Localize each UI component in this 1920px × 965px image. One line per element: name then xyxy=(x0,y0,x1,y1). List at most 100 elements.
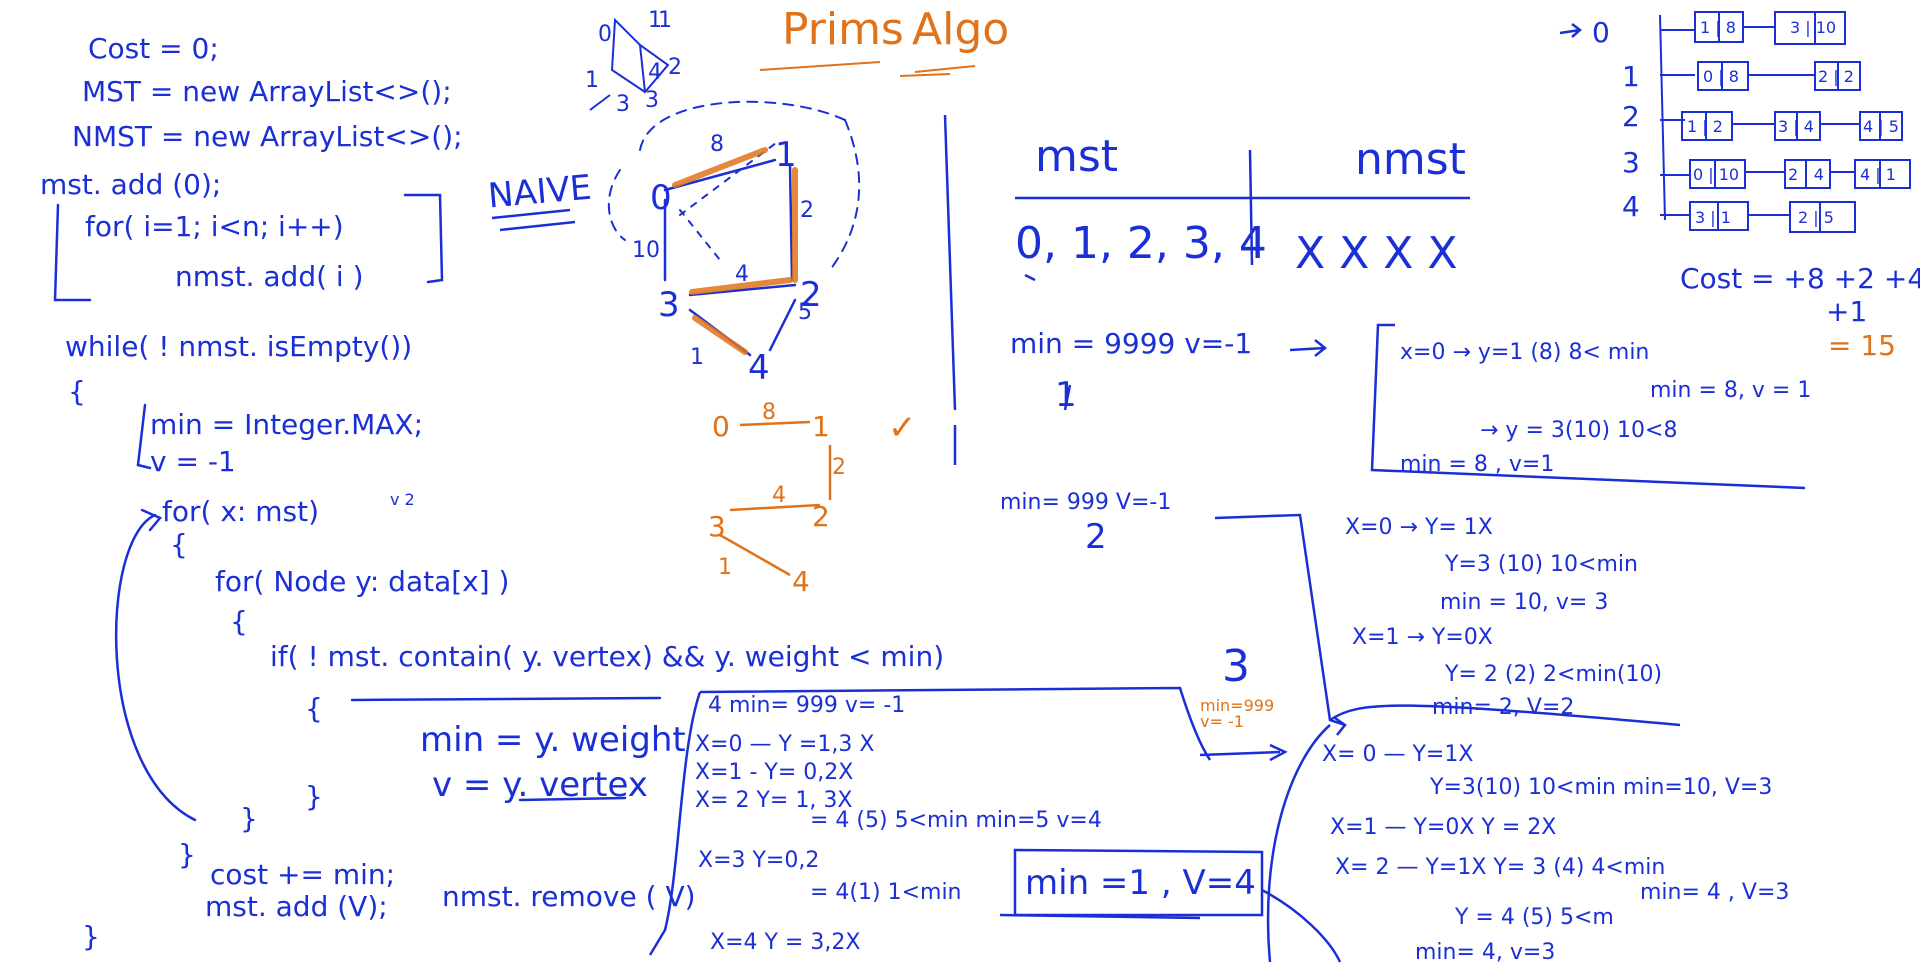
code-while: while( ! nmst. isEmpty()) xyxy=(65,330,413,363)
code-mst-add0: mst. add (0); xyxy=(40,168,222,201)
code-min-init: min = Integer.MAX; xyxy=(150,408,424,441)
iter1-line: min = 8, v = 1 xyxy=(1650,378,1812,403)
mst-result-label: 4 xyxy=(792,565,810,598)
naive-label: NAIVE xyxy=(486,167,594,217)
iter2-step: 2 xyxy=(1085,517,1107,557)
adjacency-node: 3 | 1 xyxy=(1695,208,1731,227)
code-for-x: for( x: mst) xyxy=(162,495,319,528)
graph-edge-label: 8 xyxy=(710,132,724,157)
iter4-header: 4 min= 999 v= -1 xyxy=(708,693,906,718)
graph-edge-label: 4 xyxy=(735,262,749,287)
iter4-result: min =1 , V=4 xyxy=(1025,863,1256,903)
iter4-line: = 4(1) 1<min xyxy=(810,880,962,905)
adjacency-node: 3 | 4 xyxy=(1778,117,1814,136)
adjacency-node: 2 | 2 xyxy=(1818,67,1854,86)
code-for-loop: for( i=1; i<n; i++) xyxy=(85,210,344,243)
code-mst-init: MST = new ArrayList<>(); xyxy=(82,75,452,108)
mst-result-label: 4 xyxy=(772,483,786,508)
graph-vertex-0: 0 xyxy=(650,178,672,218)
iter3-line: Y=3(10) 10<min min=10, V=3 xyxy=(1430,775,1773,800)
table-col-mst: mst xyxy=(1035,131,1119,182)
adjacency-node: 0 | 8 xyxy=(1703,67,1739,86)
code-mst-add-v: mst. add (V); xyxy=(205,890,388,923)
mst-result-label: 1 xyxy=(718,555,732,580)
sketch-label: 4 xyxy=(648,60,662,85)
iter4-box xyxy=(648,686,1342,963)
code-v-assign: v = y. vertex xyxy=(432,765,648,805)
iter3-line: min= 4, v=3 xyxy=(1415,940,1556,965)
code-cost-init: Cost = 0; xyxy=(88,32,219,65)
iter1-header: min = 9999 v=-1 xyxy=(1010,327,1253,360)
iter2-line: min = 10, v= 3 xyxy=(1440,590,1609,615)
adjacency-node: 2 | 4 xyxy=(1788,165,1824,184)
iter3-header: min=999 v= -1 xyxy=(1200,696,1275,731)
iter2-line: min= 2, V=2 xyxy=(1432,695,1575,720)
iter4-line: X=3 Y=0,2 xyxy=(698,848,820,873)
mst-result-label: 3 xyxy=(708,510,726,543)
adjacency-node: 3 | 10 xyxy=(1790,18,1837,37)
cost-line: Cost = +8 +2 +4 xyxy=(1680,262,1920,295)
iter3-line: X= 0 — Y=1X xyxy=(1322,742,1474,767)
mst-result-label: 8 xyxy=(762,400,776,425)
mst-table-lines xyxy=(1015,149,1470,282)
adjacency-node: 2 | 5 xyxy=(1798,208,1834,227)
iter2-line: Y=3 (10) 10<min xyxy=(1445,552,1638,577)
graph-edge-label: 10 xyxy=(632,238,660,263)
iter4-line: X=0 — Y =1,3 X xyxy=(695,732,875,757)
adjacency-vertex-1: 1 xyxy=(1622,60,1640,93)
iter2-line: X=0 → Y= 1X xyxy=(1345,515,1493,540)
adjacency-structure xyxy=(1659,11,1911,233)
table-mst-values: 0, 1, 2, 3, 4 xyxy=(1015,218,1267,269)
iter2-line: X=1 → Y=0X xyxy=(1352,625,1493,650)
iter4-line: X=4 Y = 3,2X xyxy=(710,930,861,955)
iter3-line: min= 4 , V=3 xyxy=(1640,880,1790,905)
sketch-label: 1 xyxy=(585,68,599,93)
code-for-x-note: v 2 xyxy=(390,490,415,509)
code-close2: } xyxy=(178,838,196,871)
mst-result-label: 2 xyxy=(812,500,830,533)
iter1-line: x=0 → y=1 (8) 8< min xyxy=(1400,340,1650,365)
iter2-header: min= 999 V=-1 xyxy=(1000,490,1172,515)
code-open-brace2: { xyxy=(170,528,188,561)
title-underline xyxy=(759,61,976,77)
code-nmst-init: NMST = new ArrayList<>(); xyxy=(72,120,463,153)
graph-edge-label: 1 xyxy=(690,345,704,370)
code-open-brace4: { xyxy=(305,692,323,725)
graph-vertex-4: 4 xyxy=(748,348,770,388)
cost-plus: +1 xyxy=(1826,295,1868,328)
adjacency-node: 4 | 5 xyxy=(1863,117,1899,136)
mst-result-label: 1 xyxy=(812,410,830,443)
code-cost-add: cost += min; xyxy=(210,858,396,891)
adjacency-vertex-2: 2 xyxy=(1622,100,1640,133)
adjacency-node: 1 | 8 xyxy=(1700,18,1736,37)
graph-vertex-2: 2 xyxy=(800,275,822,315)
iter1-bracket xyxy=(1063,323,1806,490)
code-min-assign: min = y. weight xyxy=(420,720,686,760)
sketch-label: 0 xyxy=(598,22,612,47)
iter3-line: X=1 — Y=0X Y = 2X xyxy=(1330,815,1557,840)
title-word-algo: Algo xyxy=(912,4,1010,55)
title-word-prims: Prims xyxy=(782,4,904,55)
iter3-step: 3 xyxy=(1222,641,1250,692)
adjacency-vertex-4: 4 xyxy=(1622,190,1640,223)
sketch-label: 1 xyxy=(658,8,672,33)
iter4-line: X= 2 Y= 1, 3X xyxy=(695,788,853,813)
cost-total: = 15 xyxy=(1828,329,1896,362)
iter3-line: Y = 4 (5) 5<m xyxy=(1455,905,1614,930)
code-close-all: } xyxy=(82,920,100,953)
main-graph xyxy=(607,100,861,357)
iter1-line: → y = 3(10) 10<8 xyxy=(1480,418,1678,443)
divider-lines xyxy=(943,114,957,465)
small-graph-sketch xyxy=(589,17,670,111)
arrows xyxy=(1199,23,1582,762)
mst-result-check: ✓ xyxy=(888,408,917,448)
sketch-label: 2 xyxy=(668,55,682,80)
adjacency-node: 4 | 1 xyxy=(1860,165,1896,184)
code-open-brace: { xyxy=(68,375,86,408)
iter2-line: Y= 2 (2) 2<min(10) xyxy=(1445,662,1663,687)
graph-vertex-3: 3 xyxy=(658,285,680,325)
iter3-bracket xyxy=(1266,724,1331,963)
code-nmst-add: nmst. add( i ) xyxy=(175,260,364,293)
naive-underline xyxy=(491,208,576,232)
